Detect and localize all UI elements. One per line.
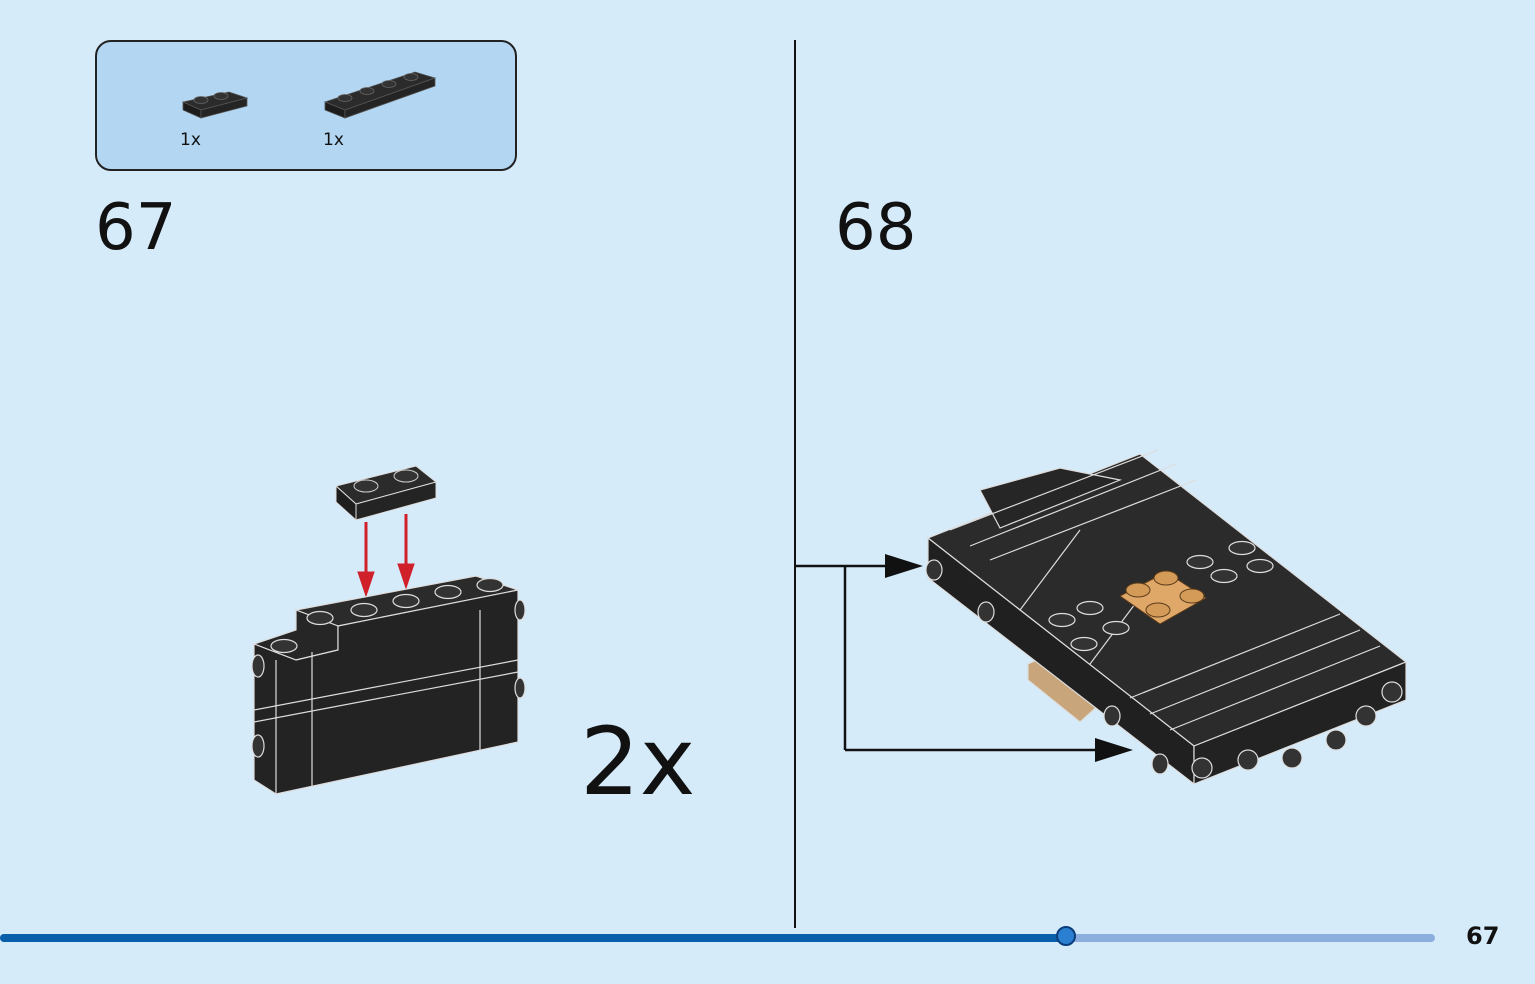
part-quantity-2: 1x (323, 130, 344, 150)
plate-1x2-icon (181, 91, 249, 119)
red-arrows (357, 514, 415, 598)
step-67-assembly-illustration (251, 465, 526, 795)
step-number-68: 68 (835, 191, 917, 265)
arrow-head-upper (885, 554, 923, 578)
step-67-multiplier: 2x (580, 708, 696, 817)
progress-bar (0, 926, 1435, 946)
page-number: 67 (1466, 922, 1500, 950)
tan-turntable-piece (1119, 570, 1207, 625)
step-number-67: 67 (95, 191, 177, 265)
brick-assembly (251, 575, 526, 795)
step-divider (794, 40, 796, 928)
step-68-assembly-illustration (925, 449, 1408, 786)
step-68-callout-arrows (795, 554, 1133, 762)
part-quantity-1: 1x (180, 130, 201, 150)
arrow-head-lower (1095, 738, 1133, 762)
plate-1x4-icon (323, 71, 437, 119)
progress-knob (1056, 926, 1077, 946)
progress-fill (0, 934, 1067, 942)
parts-list-box: 1x 1x (95, 40, 517, 171)
plate-1x2-being-added (334, 465, 438, 522)
